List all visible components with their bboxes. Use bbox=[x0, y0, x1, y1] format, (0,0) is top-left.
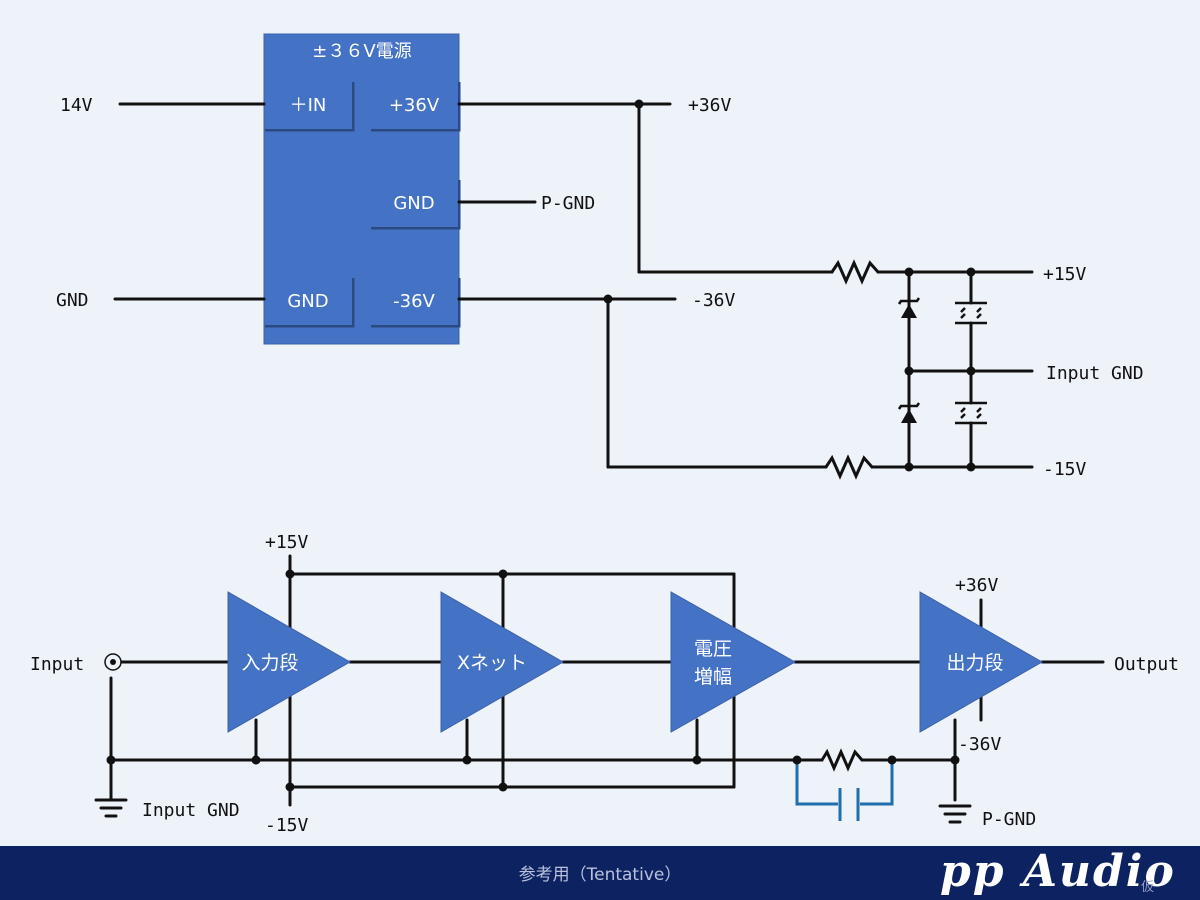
footer-note: 参考用（Tentative） bbox=[518, 865, 682, 885]
brand-logo: pp Audio bbox=[940, 846, 1176, 897]
label-plus15: +15V bbox=[1043, 264, 1087, 285]
brand-subtext: 仮 bbox=[1141, 880, 1155, 895]
pin-out-plus-label: +36V bbox=[389, 95, 440, 116]
input-jack-icon bbox=[104, 653, 122, 671]
pin-out-minus-label: -36V bbox=[393, 291, 435, 312]
pin-in-plus-label: ＋IN bbox=[290, 95, 327, 116]
label-amp-minus15: -15V bbox=[265, 815, 309, 836]
zener-diode-lower bbox=[897, 402, 921, 423]
label-input-gnd-top: Input GND bbox=[1046, 363, 1144, 384]
input-ground-symbol bbox=[94, 798, 128, 818]
pin-gnd-in: GND bbox=[265, 276, 355, 328]
label-minus36: -36V bbox=[692, 290, 736, 311]
zener-diode-upper bbox=[897, 297, 921, 318]
amp-voltage-gain-label-2: 増幅 bbox=[694, 666, 732, 688]
pgnd-ground-symbol bbox=[938, 804, 972, 824]
label-minus15: -15V bbox=[1043, 459, 1087, 480]
pin-gnd-mid: GND bbox=[371, 178, 461, 230]
amp-input-stage: 入力段 bbox=[227, 591, 352, 733]
pin-out-minus: -36V bbox=[371, 276, 461, 328]
amp-voltage-gain: 電圧 増幅 bbox=[670, 591, 797, 733]
amp-xnet-label: Xネット bbox=[457, 652, 527, 674]
power-supply-block: ±３６V電源 ＋IN +36V GND GND -36V bbox=[263, 33, 461, 345]
footer-bar: 参考用（Tentative） pp Audio 仮 bbox=[0, 846, 1200, 900]
power-wiring bbox=[113, 99, 1034, 480]
power-supply-title: ±３６V電源 bbox=[312, 41, 411, 62]
label-amp-minus36: -36V bbox=[958, 734, 1002, 755]
pin-out-plus: +36V bbox=[371, 80, 461, 132]
label-pgnd-top: P-GND bbox=[541, 193, 595, 214]
label-plus36: +36V bbox=[688, 95, 732, 116]
amp-output-stage: 出力段 bbox=[919, 591, 1044, 733]
pin-gnd-mid-label: GND bbox=[393, 193, 434, 214]
label-input-gnd-bottom: Input GND bbox=[142, 800, 240, 821]
label-output: Output bbox=[1114, 654, 1179, 675]
pin-gnd-in-label: GND bbox=[287, 291, 328, 312]
amp-voltage-gain-label-1: 電圧 bbox=[694, 638, 732, 660]
label-pgnd-bottom: P-GND bbox=[982, 809, 1036, 830]
label-gnd: GND bbox=[56, 290, 89, 311]
pin-in-plus: ＋IN bbox=[265, 80, 355, 132]
capacitor-upper bbox=[955, 301, 987, 325]
amp-input-stage-label: 入力段 bbox=[241, 652, 298, 674]
blue-capacitor bbox=[795, 762, 894, 821]
label-input: Input bbox=[30, 654, 84, 675]
label-amp-plus15: +15V bbox=[265, 532, 309, 553]
amp-output-stage-label: 出力段 bbox=[946, 652, 1003, 674]
amp-xnet: Xネット bbox=[440, 591, 565, 733]
capacitor-lower bbox=[955, 401, 987, 425]
label-14v: 14V bbox=[60, 95, 93, 116]
label-amp-plus36: +36V bbox=[955, 575, 999, 596]
